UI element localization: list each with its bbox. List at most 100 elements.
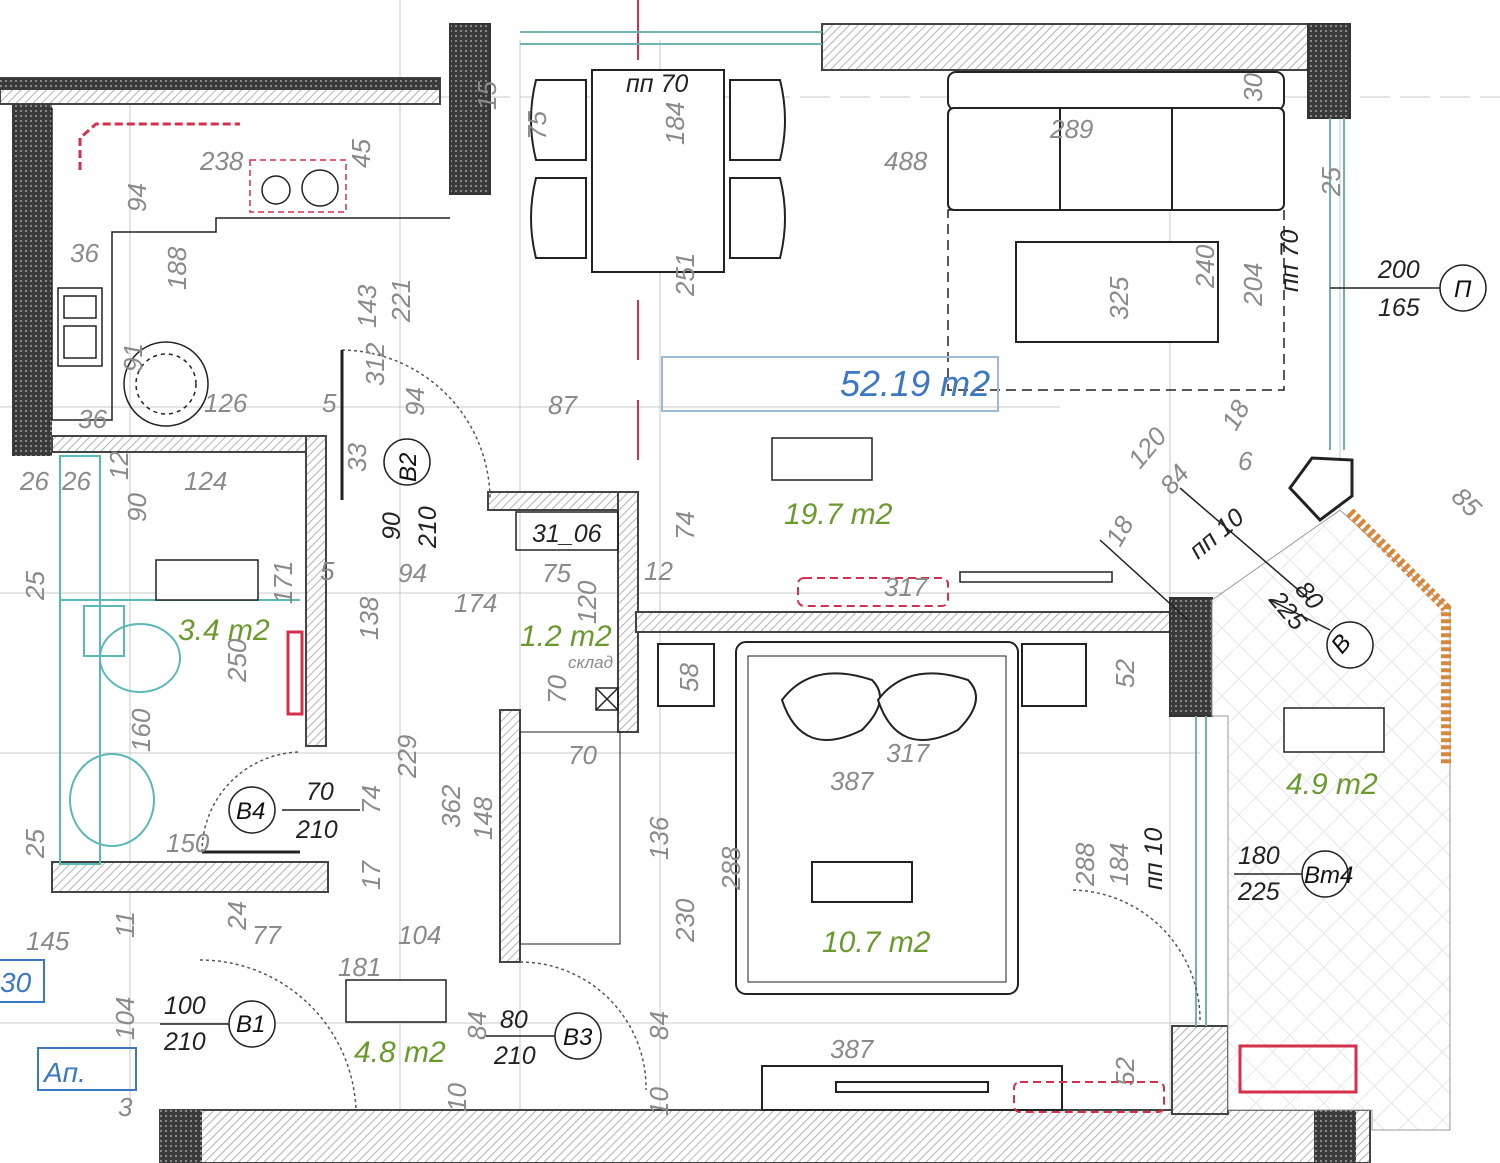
dim-52a: 52 xyxy=(1110,659,1140,688)
dim-251: 251 xyxy=(670,253,700,297)
dim-387b: 387 xyxy=(830,1034,875,1064)
left-blue-number: 30 xyxy=(0,967,32,998)
p-width: 200 xyxy=(1377,256,1420,284)
tv-shelf xyxy=(959,571,1113,583)
dim-12a: 12 xyxy=(104,451,134,480)
dim-74a: 74 xyxy=(670,511,700,540)
bt4-height: 225 xyxy=(1237,878,1280,906)
total-area-box xyxy=(661,356,999,412)
balcony-table xyxy=(1283,707,1385,753)
apt-box xyxy=(37,1047,137,1091)
column-top-right xyxy=(1307,23,1351,119)
dim-126: 126 xyxy=(204,388,248,418)
bedroom-furniture xyxy=(519,641,1087,1111)
b2-width: 90 xyxy=(378,512,406,540)
wall-bath-right xyxy=(305,435,327,747)
left-blue-box xyxy=(0,959,45,1003)
sill-pp70-right: пп 70 xyxy=(1276,230,1304,292)
dim-12b: 12 xyxy=(644,556,673,586)
dim-26a: 26 xyxy=(19,466,49,496)
dim-18a: 18 xyxy=(1215,394,1256,435)
dim-240: 240 xyxy=(1190,244,1220,289)
wall-bath-top xyxy=(51,435,323,453)
tv-unit xyxy=(771,437,873,481)
towel-radiator xyxy=(286,630,304,716)
dim-33: 33 xyxy=(342,443,372,472)
dim-87: 87 xyxy=(548,390,578,420)
living-area-label: 19.7 m2 xyxy=(784,498,893,531)
diag-dim xyxy=(1099,539,1189,621)
dim-91: 91 xyxy=(118,343,148,372)
wall-top-left-dark xyxy=(0,78,440,90)
dim-25b: 25 xyxy=(20,571,50,601)
dim-25: 25 xyxy=(1316,167,1346,197)
dim-5a: 5 xyxy=(322,388,337,418)
windows xyxy=(520,31,1345,1026)
dim-5b: 5 xyxy=(320,556,335,586)
door-tag-bt4: Вт4 xyxy=(1304,862,1353,889)
sill-pp10-b: пп 10 xyxy=(1140,828,1168,890)
total-area-label: 52.19 m2 xyxy=(840,363,990,404)
door-tag-b2: B2 xyxy=(395,453,422,482)
dim-74b: 74 xyxy=(356,785,386,814)
dim-138: 138 xyxy=(354,596,384,640)
b2-height: 210 xyxy=(414,506,442,549)
column-balcony xyxy=(1288,456,1354,523)
dim-104b: 104 xyxy=(110,997,140,1040)
sill-pp70-top: пп 70 xyxy=(626,70,688,98)
dim-70b: 70 xyxy=(542,675,572,704)
dim-325: 325 xyxy=(1104,276,1134,320)
dim-288a: 288 xyxy=(716,846,746,891)
dim-104a: 104 xyxy=(398,920,441,950)
dim-289: 289 xyxy=(1049,114,1093,144)
dim-488: 488 xyxy=(884,146,928,176)
dim-26b: 26 xyxy=(61,466,91,496)
dim-30: 30 xyxy=(1238,73,1268,102)
coffee-table xyxy=(1015,241,1219,343)
dim-84c: 84 xyxy=(644,1011,674,1040)
dim-148: 148 xyxy=(468,796,498,840)
bedroom-area-label: 10.7 m2 xyxy=(822,926,931,959)
dim-15: 15 xyxy=(472,81,502,110)
sill-pp10-a: пп 10 xyxy=(1184,503,1250,565)
wall-storage-left xyxy=(499,709,521,963)
dim-52b: 52 xyxy=(1110,1057,1140,1086)
dim-317b: 317 xyxy=(886,738,931,768)
dim-75: 75 xyxy=(522,111,552,140)
dim-136: 136 xyxy=(644,816,674,860)
walls xyxy=(0,23,1371,1163)
dim-45: 45 xyxy=(346,139,376,168)
dining-table xyxy=(591,69,725,273)
dim-70: 70 xyxy=(568,740,597,770)
dim-6: 6 xyxy=(1238,446,1253,476)
dim-24: 24 xyxy=(222,901,252,931)
dim-94a: 94 xyxy=(122,183,152,212)
wall-bath-bottom xyxy=(51,861,329,893)
door-tag-b3: B3 xyxy=(563,1024,593,1051)
unit-code: 31_06 xyxy=(532,520,602,548)
radiator-bedroom xyxy=(1013,1081,1165,1113)
dim-77: 77 xyxy=(252,920,282,950)
dim-120b: 120 xyxy=(572,580,602,624)
dim-181: 181 xyxy=(338,952,381,982)
column-bottom-right xyxy=(1314,1110,1356,1163)
door-tag-p: П xyxy=(1454,276,1472,303)
column-top-left xyxy=(449,23,491,195)
dim-3: 3 xyxy=(118,1092,133,1122)
storage xyxy=(515,511,619,711)
wall-bedroom-top xyxy=(635,611,1177,633)
apt-label: Ап. xyxy=(42,1057,86,1088)
dim-124: 124 xyxy=(184,466,227,496)
dim-90: 90 xyxy=(122,493,152,522)
tag-leaders xyxy=(160,287,1440,1037)
b4-width: 70 xyxy=(306,778,334,806)
dim-230: 230 xyxy=(670,898,700,943)
dim-145: 145 xyxy=(26,926,70,956)
wall-top-right xyxy=(821,23,1311,71)
dim-160a: 160 xyxy=(126,708,156,752)
wall-storage-top xyxy=(487,491,637,511)
dim-174: 174 xyxy=(454,588,497,618)
wall-left xyxy=(12,104,52,456)
balcony-floor xyxy=(1211,509,1451,1131)
radiator-balcony xyxy=(1238,1044,1358,1094)
